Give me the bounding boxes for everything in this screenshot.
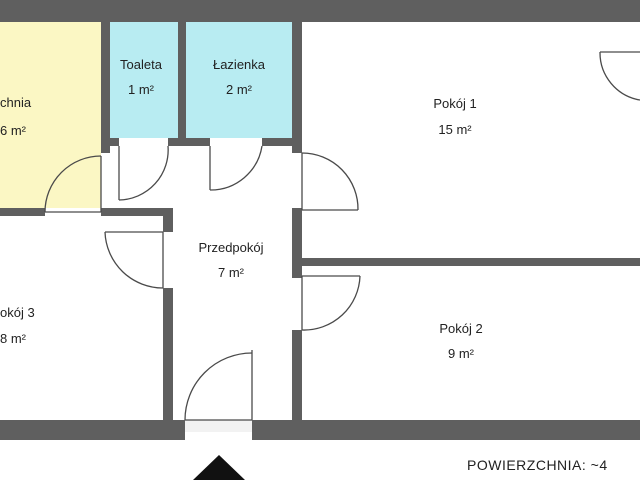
- room-area-pokoj3: 8 m²: [0, 331, 27, 346]
- room-name-toaleta: Toaleta: [120, 57, 163, 72]
- total-area-label: POWIERZCHNIA: ~4: [467, 457, 608, 473]
- room-name-pokoj2: Pokój 2: [439, 321, 482, 336]
- floor-kitchen: [0, 22, 101, 208]
- door-entrance[interactable]: [184, 350, 253, 421]
- door-bathroom[interactable]: [209, 145, 263, 191]
- door-toilet[interactable]: [118, 145, 169, 201]
- room-area-pokoj1: 15 m²: [438, 122, 472, 137]
- room-name-pokoj1: Pokój 1: [433, 96, 476, 111]
- room-area-pokoj2: 9 m²: [448, 346, 475, 361]
- door-room2[interactable]: [301, 275, 361, 331]
- floor-bathroom: [186, 22, 292, 138]
- walls: [0, 0, 640, 440]
- door-kitchen[interactable]: [44, 155, 102, 213]
- door-room3[interactable]: [104, 231, 164, 289]
- room-name-pokoj3: okój 3: [0, 305, 35, 320]
- room-name-lazienka: Łazienka: [213, 57, 266, 72]
- door-room1[interactable]: [301, 152, 359, 211]
- room-area-lazienka: 2 m²: [226, 82, 253, 97]
- entrance-arrow-icon: [193, 455, 245, 480]
- room-name-kuchnia: chnia: [0, 95, 32, 110]
- door-room1-balcony[interactable]: [599, 51, 640, 101]
- room-area-przedpokoj: 7 m²: [218, 265, 245, 280]
- room-area-toaleta: 1 m²: [128, 82, 155, 97]
- room-area-kuchnia: 6 m²: [0, 123, 27, 138]
- room-name-przedpokoj: Przedpokój: [198, 240, 263, 255]
- floor-entrance-mat: [185, 420, 252, 432]
- floor-toilet: [110, 22, 178, 138]
